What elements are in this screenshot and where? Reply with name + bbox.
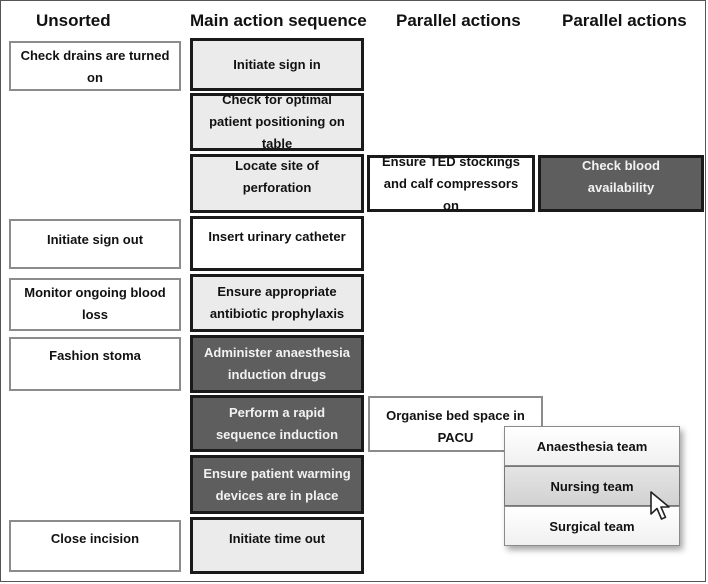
header-main-sequence: Main action sequence <box>190 11 367 30</box>
header-parallel-2: Parallel actions <box>562 11 687 30</box>
main-card-patient-warming[interactable]: Ensure patient warming devices are in pl… <box>190 455 364 514</box>
main-card-initiate-time-out[interactable]: Initiate time out <box>190 517 364 574</box>
parallel-card-ted-stockings[interactable]: Ensure TED stockings and calf compressor… <box>367 154 535 213</box>
main-card-initiate-sign-in[interactable]: Initiate sign in <box>190 38 364 91</box>
header-parallel-1: Parallel actions <box>396 11 521 30</box>
main-card-patient-positioning[interactable]: Check for optimal patient positioning on… <box>190 92 364 151</box>
unsorted-card-check-drains[interactable]: Check drains are turned on <box>9 41 181 91</box>
menu-option-nursing-team[interactable]: Nursing team <box>504 466 680 506</box>
parallel-card-bed-space-pacu[interactable]: Organise bed space in PACU <box>368 396 543 452</box>
team-dropdown-menu[interactable]: Anaesthesia team Nursing team Surgical t… <box>504 426 680 546</box>
menu-option-anaesthesia-team[interactable]: Anaesthesia team <box>504 426 680 466</box>
main-card-urinary-catheter[interactable]: Insert urinary catheter <box>190 216 364 271</box>
unsorted-card-close-incision[interactable]: Close incision <box>9 520 181 572</box>
header-unsorted: Unsorted <box>36 11 111 30</box>
unsorted-card-monitor-blood-loss[interactable]: Monitor ongoing blood loss <box>9 278 181 331</box>
mouse-pointer-icon <box>650 491 670 520</box>
main-card-antibiotic-prophylaxis[interactable]: Ensure appropriate antibiotic prophylaxi… <box>190 274 364 332</box>
unsorted-card-fashion-stoma[interactable]: Fashion stoma <box>9 337 181 391</box>
unsorted-card-initiate-sign-out[interactable]: Initiate sign out <box>9 219 181 269</box>
main-card-anaesthesia-induction[interactable]: Administer anaesthesia induction drugs <box>190 335 364 393</box>
main-card-rapid-sequence-induction[interactable]: Perform a rapid sequence induction <box>190 395 364 452</box>
parallel-card-blood-availability[interactable]: Check blood availability <box>538 155 704 212</box>
main-card-locate-perforation[interactable]: Locate site of perforation <box>190 154 364 213</box>
